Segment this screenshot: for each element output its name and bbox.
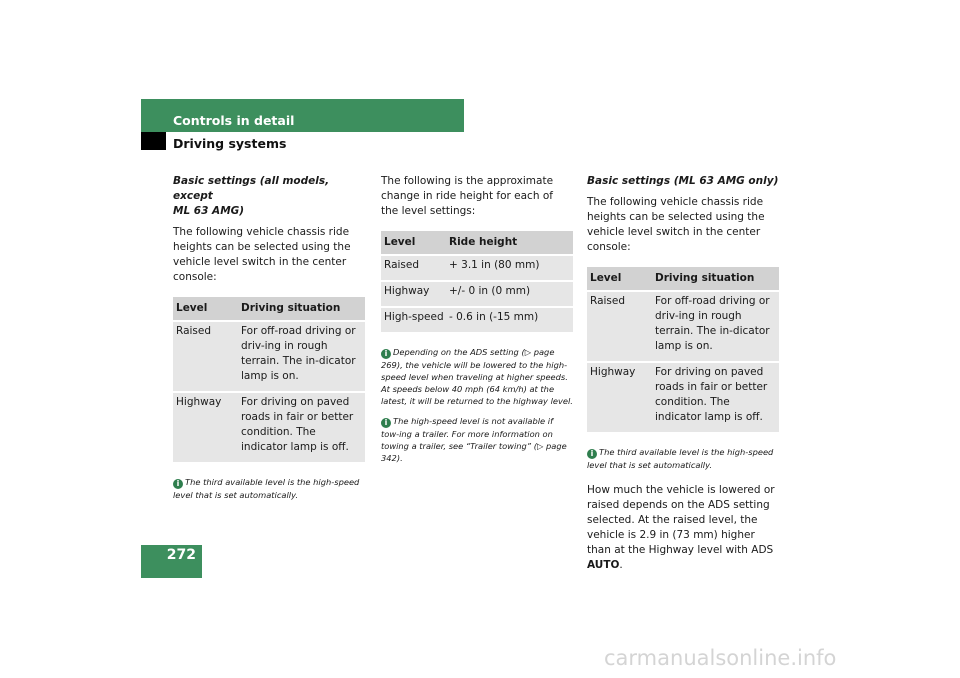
subsection-title: Driving systems (173, 136, 287, 151)
watermark: carmanualsonline.info (604, 646, 837, 670)
heading-ml63: Basic settings (ML 63 AMG only) (587, 175, 779, 187)
body-text-main: How much the vehicle is lowered or raise… (587, 484, 775, 556)
table-cell: For off-road driving or driv-ing in roug… (238, 322, 365, 393)
table-header: Driving situation (652, 267, 779, 292)
heading-line-2: ML 63 AMG) (173, 205, 245, 217)
note-text: The third available level is the high-sp… (587, 447, 774, 470)
table-row: Raised For off-road driving or driv-ing … (587, 292, 779, 363)
column-3: Basic settings (ML 63 AMG only) The foll… (587, 174, 779, 585)
heading-line-1: Basic settings (all models, except (173, 175, 330, 202)
ride-height-table: Level Ride height Raised + 3.1 in (80 mm… (381, 231, 573, 334)
level-table: Level Driving situation Raised For off-r… (587, 267, 779, 434)
table-row: Highway +/- 0 in (0 mm) (381, 282, 573, 308)
table-header: Level (173, 297, 238, 322)
ads-auto-label: AUTO (587, 559, 620, 571)
table-row: Raised For off-road driving or driv-ing … (173, 322, 365, 393)
note-text: The third available level is the high-sp… (173, 477, 360, 500)
table-cell: For driving on paved roads in fair or be… (238, 393, 365, 464)
table-cell: Highway (173, 393, 238, 464)
intro-text: The following vehicle chassis ride heigh… (587, 196, 765, 253)
table-cell: Raised (381, 256, 446, 282)
info-icon: i (587, 449, 597, 459)
table-row: Raised + 3.1 in (80 mm) (381, 256, 573, 282)
table-cell: +/- 0 in (0 mm) (446, 282, 573, 308)
table-header: Level (587, 267, 652, 292)
page-number: 272 (166, 547, 196, 563)
table-cell: Highway (381, 282, 446, 308)
section-title: Controls in detail (173, 113, 295, 128)
heading-all-models: Basic settings (all models, except ML 63… (173, 174, 365, 219)
info-icon: i (381, 349, 391, 359)
header-marker (141, 132, 166, 150)
column-1: Basic settings (all models, except ML 63… (173, 174, 365, 501)
table-header: Ride height (446, 231, 573, 256)
body-text: How much the vehicle is lowered or raise… (587, 483, 779, 573)
table-cell: - 0.6 in (-15 mm) (446, 308, 573, 334)
intro-text: The following is the approximate change … (381, 175, 554, 217)
info-icon: i (381, 418, 391, 428)
level-table: Level Driving situation Raised For off-r… (173, 297, 365, 464)
table-cell: High-speed (381, 308, 446, 334)
table-header-row: Level Ride height (381, 231, 573, 256)
table-row: Highway For driving on paved roads in fa… (587, 363, 779, 434)
intro-text: The following vehicle chassis ride heigh… (173, 226, 351, 283)
table-cell: For off-road driving or driv-ing in roug… (652, 292, 779, 363)
note-text: Depending on the ADS setting (▷ page 269… (381, 347, 573, 406)
table-cell: Raised (173, 322, 238, 393)
table-cell: For driving on paved roads in fair or be… (652, 363, 779, 434)
body-text-end: . (619, 559, 623, 571)
table-header: Level (381, 231, 446, 256)
table-header-row: Level Driving situation (587, 267, 779, 292)
table-cell: Highway (587, 363, 652, 434)
table-header-row: Level Driving situation (173, 297, 365, 322)
table-row: Highway For driving on paved roads in fa… (173, 393, 365, 464)
info-icon: i (173, 479, 183, 489)
table-cell: Raised (587, 292, 652, 363)
table-row: High-speed - 0.6 in (-15 mm) (381, 308, 573, 334)
column-2: The following is the approximate change … (381, 174, 573, 464)
table-header: Driving situation (238, 297, 365, 322)
page-number-box (141, 545, 202, 578)
header-bar (141, 99, 464, 132)
note-text: The high-speed level is not available if… (381, 416, 567, 463)
table-cell: + 3.1 in (80 mm) (446, 256, 573, 282)
